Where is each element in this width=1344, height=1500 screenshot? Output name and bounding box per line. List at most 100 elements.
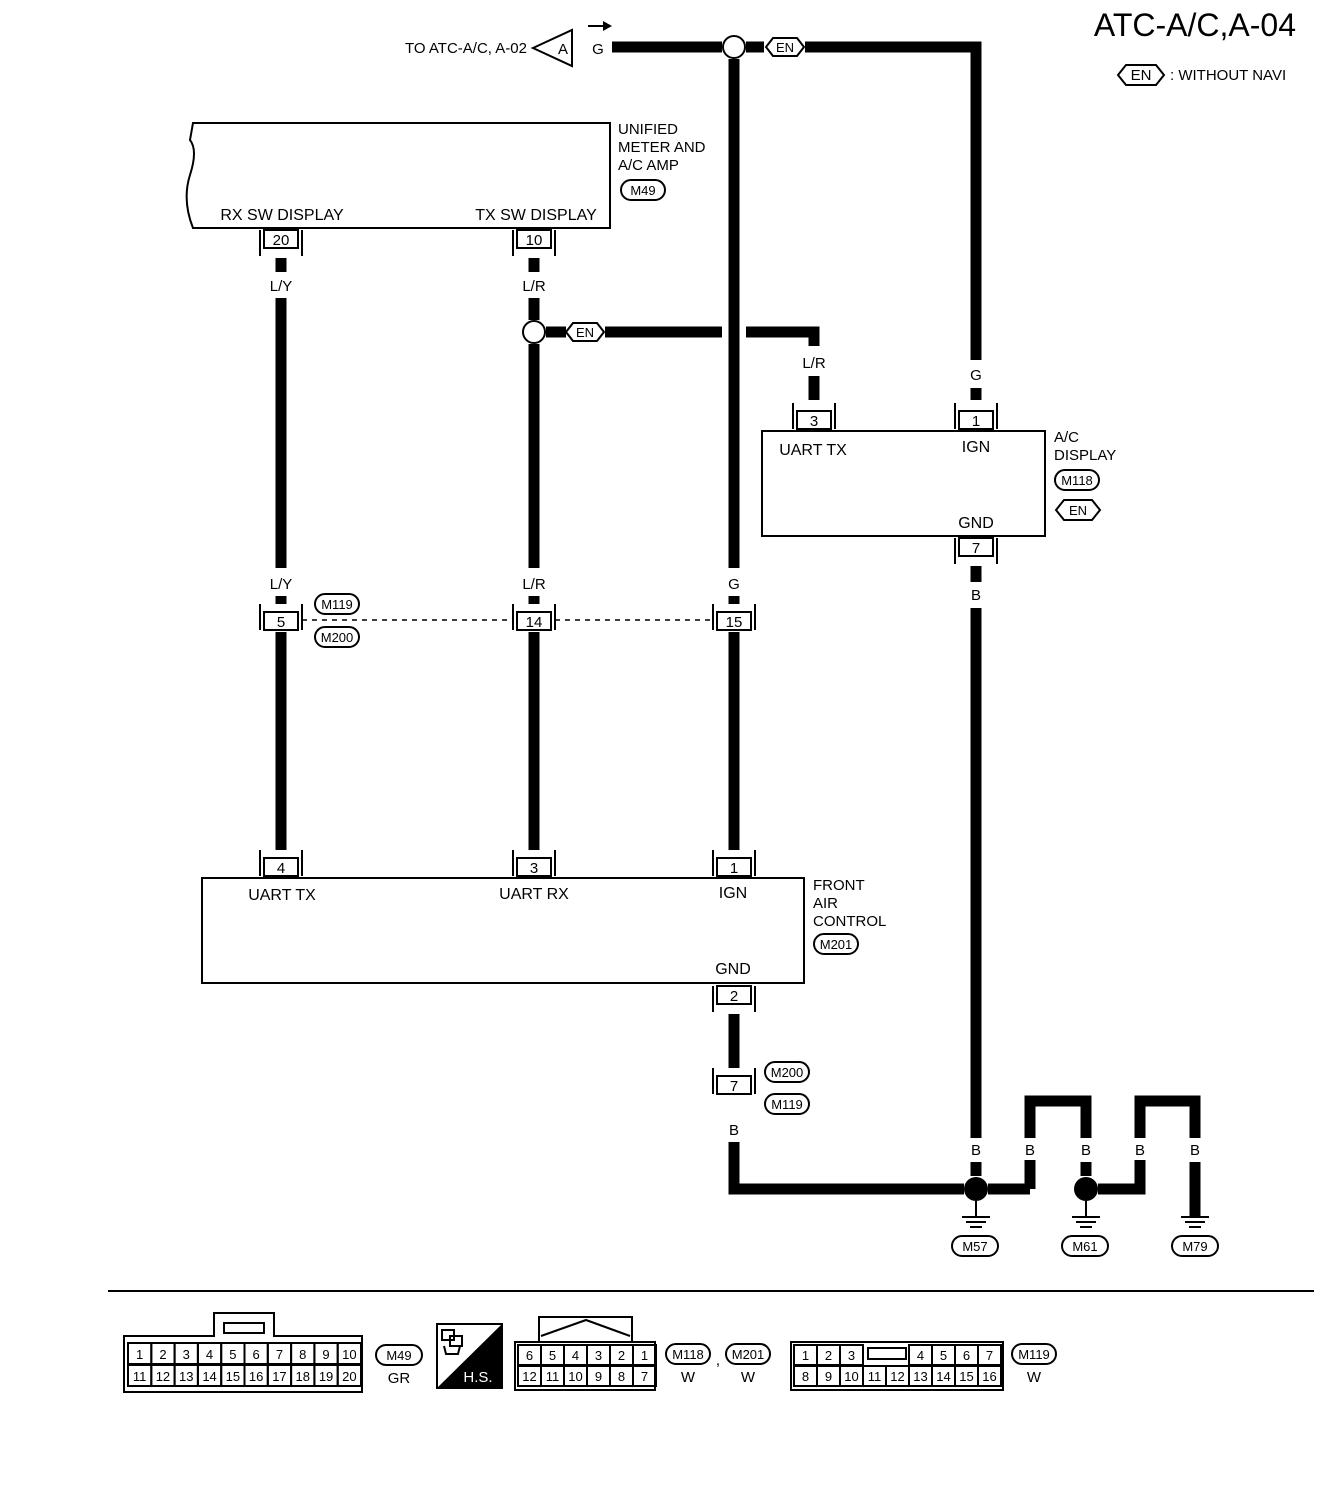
pin-number: 19 <box>319 1369 333 1384</box>
pin-number: 1 <box>802 1348 809 1363</box>
wire-label-b-display: B <box>971 587 981 604</box>
svg-text:M79: M79 <box>1182 1239 1207 1254</box>
pin-number: 10 <box>342 1347 356 1362</box>
fac-name-2: AIR <box>813 895 838 912</box>
pin-number: 11 <box>133 1369 147 1384</box>
svg-text:2: 2 <box>730 988 738 1005</box>
fac-connector: M201 <box>820 937 853 952</box>
connector-color-m119: W <box>1027 1369 1042 1386</box>
ac-display-label-gnd: GND <box>958 515 994 532</box>
pin-number: 18 <box>296 1369 310 1384</box>
svg-text:1: 1 <box>730 860 738 877</box>
svg-text:3: 3 <box>810 413 818 430</box>
svg-text:10: 10 <box>526 232 543 249</box>
pin-number: 2 <box>618 1348 625 1363</box>
legend: EN : WITHOUT NAVI <box>1116 64 1286 86</box>
offpage-wire-color: G <box>592 41 604 58</box>
pin-cell <box>336 1364 363 1387</box>
svg-text:15: 15 <box>726 614 743 631</box>
svg-text:EN: EN <box>576 325 594 340</box>
meter-connector: M49 <box>630 183 655 198</box>
fac-label-uart-tx: UART TX <box>248 887 316 904</box>
svg-text:M119: M119 <box>1018 1347 1050 1362</box>
en-badge-top: EN <box>764 37 806 57</box>
ground-inline-name-m119: M119 <box>771 1097 803 1112</box>
pin-number: 7 <box>641 1369 648 1384</box>
svg-text:EN: EN <box>776 40 794 55</box>
pin-number: 3 <box>848 1348 855 1363</box>
inline-connector-tags: M119 M200 <box>314 593 360 648</box>
hs-symbol: H.S. <box>436 1323 503 1389</box>
legend-badge: EN <box>1131 67 1152 84</box>
ground-junction-m57 <box>964 1177 988 1201</box>
legend-text: : WITHOUT NAVI <box>1170 67 1286 84</box>
pin-number: 6 <box>253 1347 260 1362</box>
wire-label-g-display: G <box>970 367 982 384</box>
pin-number: 6 <box>526 1348 533 1363</box>
svg-text:14: 14 <box>526 614 543 631</box>
ac-display-label-uart-tx: UART TX <box>779 442 847 459</box>
ground-network: B B B B B M57 M61 <box>951 1095 1219 1257</box>
connector-tag-m49: M49 GR <box>375 1344 423 1387</box>
pin-number: 10 <box>844 1369 858 1384</box>
pin-number: 2 <box>159 1347 166 1362</box>
pin-number: 12 <box>156 1369 170 1384</box>
wire-label-ly-top: L/Y <box>270 278 293 295</box>
fac-label-ign: IGN <box>719 885 747 902</box>
pin-cell <box>977 1365 1002 1387</box>
lock-tab <box>867 1347 907 1360</box>
wire-label-lr-display: L/R <box>802 355 826 372</box>
pin-cell <box>632 1365 657 1387</box>
pin-number: 2 <box>825 1348 832 1363</box>
pin-number: 6 <box>963 1348 970 1363</box>
svg-text:4: 4 <box>277 860 285 877</box>
meter-name-1: UNIFIED <box>618 121 678 138</box>
ground-wire-label-1: B <box>971 1142 981 1159</box>
offpage-reference: TO ATC-A/C, A-02 A G <box>405 21 612 68</box>
ac-display-pin-7: 7 <box>954 537 998 564</box>
connector-color-m118: W <box>681 1369 696 1386</box>
ground-junction-m61 <box>1074 1177 1098 1201</box>
splice-lr <box>522 320 546 344</box>
ac-display-unit: UART TX IGN GND A/C DISPLAY M118 EN <box>761 429 1116 537</box>
pin-number: 5 <box>229 1347 236 1362</box>
ac-display-pin-1: 1 <box>954 403 998 430</box>
pin-number: 12 <box>890 1369 904 1384</box>
connector-tag-m201: M201 <box>732 1347 765 1362</box>
fac-name-1: FRONT <box>813 877 865 894</box>
pin-number: 10 <box>568 1369 582 1384</box>
svg-text:20: 20 <box>273 232 290 249</box>
pin-number: 13 <box>913 1369 927 1384</box>
connector-tag-m119: M119 W <box>1011 1343 1057 1386</box>
wire-label-lr-top: L/R <box>522 278 546 295</box>
svg-text:3: 3 <box>530 860 538 877</box>
ground-wire-label-3: B <box>1081 1142 1091 1159</box>
pin-number: 8 <box>618 1369 625 1384</box>
pin-number: 12 <box>522 1369 536 1384</box>
connector-color-m49: GR <box>388 1370 411 1387</box>
pin-number: 16 <box>249 1369 263 1384</box>
svg-text:7: 7 <box>972 540 980 557</box>
ground-symbol-m57: M57 <box>951 1201 999 1257</box>
svg-text:M49: M49 <box>386 1348 411 1363</box>
svg-text:M61: M61 <box>1072 1239 1097 1254</box>
wire-label-b-fac: B <box>729 1122 739 1139</box>
meter-pin-label-tx: TX SW DISPLAY <box>475 207 597 224</box>
connector-color-m201: W <box>741 1369 756 1386</box>
svg-text:,: , <box>716 1352 720 1369</box>
svg-text:7: 7 <box>730 1078 738 1095</box>
ac-display-name-1: A/C <box>1054 429 1079 446</box>
meter-pin-10: 10 <box>512 229 556 256</box>
inline-pin-14: 14 <box>512 604 556 631</box>
ground-symbol-m61: M61 <box>1061 1201 1109 1257</box>
pin-number: 11 <box>868 1369 882 1384</box>
inline-pin-5: 5 <box>259 604 303 631</box>
meter-pin-label-rx: RX SW DISPLAY <box>220 207 344 224</box>
pin-number: 13 <box>179 1369 193 1384</box>
pin-number: 5 <box>940 1348 947 1363</box>
ac-display-name-2: DISPLAY <box>1054 447 1116 464</box>
meter-pin-20: 20 <box>259 229 303 256</box>
inline-name-m119: M119 <box>321 597 353 612</box>
